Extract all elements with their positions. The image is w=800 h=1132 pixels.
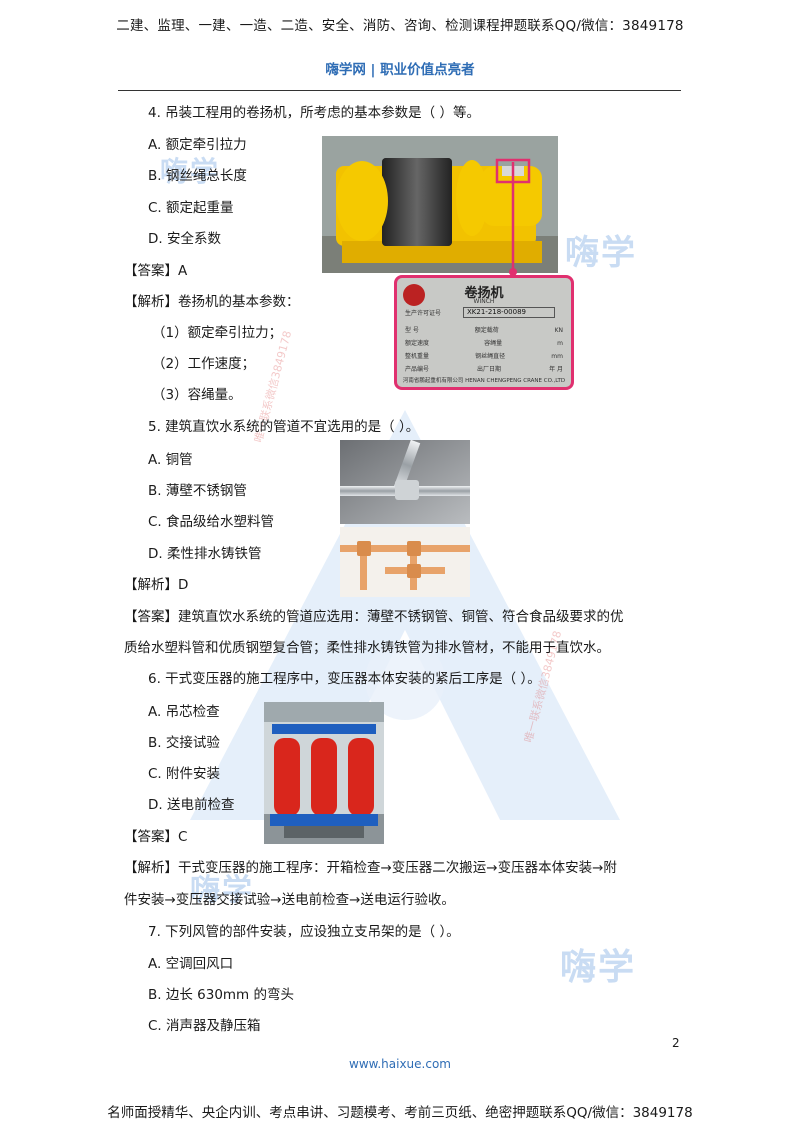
q5-option-d: D. 柔性排水铸铁管 — [148, 546, 262, 562]
q5-option-c: C. 食品级给水塑料管 — [148, 514, 275, 530]
q5-answer-line: 【答案】建筑直饮水系统的管道应选用：薄壁不锈钢管、铜管、符合食品级要求的优 — [124, 609, 624, 625]
winch-photo — [322, 136, 558, 273]
q6-analysis-line: 件安装→变压器交接试验→送电前检查→送电运行验收。 — [124, 892, 455, 908]
plate-license-no: XK21-218-00089 — [463, 307, 555, 318]
q6-analysis-line: 【解析】干式变压器的施工程序：开箱检查→变压器二次搬运→变压器本体安装→附 — [124, 860, 617, 876]
dry-transformer-photo — [264, 702, 384, 844]
q4-option-c: C. 额定起重量 — [148, 200, 234, 216]
plate-maker: 河南省鹏起重机有限公司 HENAN CHENGPENG CRANE CO.,LT… — [402, 378, 566, 384]
header-promo-line: 二建、监理、一建、一造、二造、安全、消防、咨询、检测课程押题联系QQ/微信：38… — [116, 18, 684, 34]
question-5-stem: 5. 建筑直饮水系统的管道不宜选用的是（ ）。 — [148, 419, 420, 435]
q7-option-c: C. 消声器及静压箱 — [148, 1018, 261, 1034]
page-number: 2 — [672, 1036, 680, 1050]
copper-pipe-photo — [340, 527, 470, 597]
footer-url-link[interactable]: www.haixue.com — [349, 1057, 451, 1071]
plate-title: 卷扬机 — [464, 286, 504, 301]
q6-answer: 【答案】C — [124, 829, 188, 845]
q6-option-b: B. 交接试验 — [148, 735, 220, 751]
watermark-logo-small: 嗨学 — [190, 873, 254, 908]
plate-license-label: 生产许可证号 — [405, 310, 442, 317]
q5-option-b: B. 薄壁不锈钢管 — [148, 483, 247, 499]
q6-option-a: A. 吊芯检查 — [148, 704, 220, 720]
footer-promo-line: 名师面授精华、央企内训、考点串讲、习题模考、考前三页纸、绝密押题联系QQ/微信：… — [107, 1105, 693, 1121]
watermark-logo-small: 嗨学 — [560, 947, 637, 988]
callout-connector — [509, 162, 517, 276]
question-4-stem: 4. 吊装工程用的卷扬机，所考虑的基本参数是（ ）等。 — [148, 105, 480, 121]
maker-logo — [403, 284, 425, 306]
header-divider — [118, 90, 681, 91]
q4-analysis-item: （2）工作速度； — [152, 356, 256, 372]
q5-analysis: 【解析】D — [124, 577, 189, 593]
q7-option-b: B. 边长 630mm 的弯头 — [148, 987, 294, 1003]
q4-analysis-item: （3）容绳量。 — [152, 387, 242, 403]
q6-option-c: C. 附件安装 — [148, 766, 221, 782]
question-6-stem: 6. 干式变压器的施工程序中，变压器本体安装的紧后工序是（ ）。 — [148, 671, 541, 687]
q5-option-a: A. 铜管 — [148, 452, 193, 468]
plate-subtitle: WINCH — [473, 298, 495, 305]
q4-option-b: B. 钢丝绳总长度 — [148, 168, 247, 184]
q7-option-a: A. 空调回风口 — [148, 956, 234, 972]
watermark-logo-small: 嗨学 — [565, 233, 637, 273]
stainless-pipe-photo — [340, 440, 470, 524]
header-brand-line: 嗨学网 | 职业价值点亮者 — [325, 62, 475, 78]
q4-analysis-title: 【解析】卷扬机的基本参数： — [124, 294, 300, 310]
q4-analysis-item: （1）额定牵引拉力； — [152, 325, 283, 341]
q6-option-d: D. 送电前检查 — [148, 797, 235, 813]
q4-option-a: A. 额定牵引拉力 — [148, 137, 247, 153]
q5-answer-line: 质给水塑料管和优质钢塑复合管；柔性排水铸铁管为排水管材，不能用于直饮水。 — [124, 640, 610, 656]
question-7-stem: 7. 下列风管的部件安装，应设独立支吊架的是（ ）。 — [148, 924, 460, 940]
q4-option-d: D. 安全系数 — [148, 231, 221, 247]
watermark-logo-small: 嗨学 — [160, 155, 221, 188]
q4-answer: 【答案】A — [124, 263, 188, 279]
